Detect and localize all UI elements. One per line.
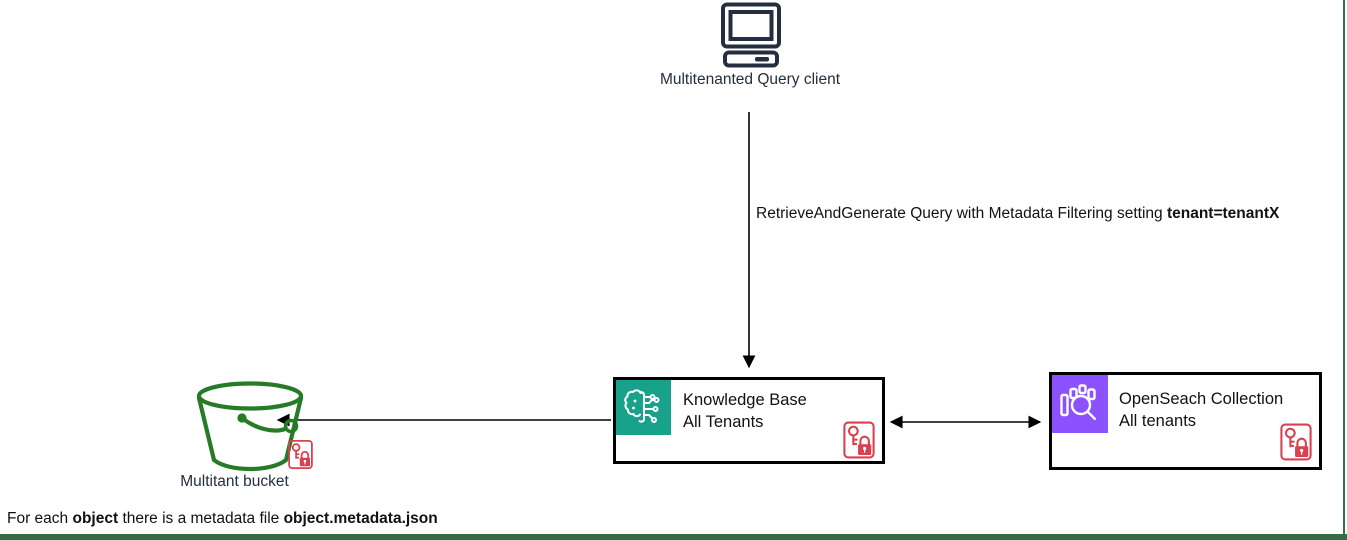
query-arrow-label: RetrieveAndGenerate Query with Metadata … xyxy=(756,205,1279,223)
metadata-note-filename: object.metadata.json xyxy=(283,510,438,527)
key-lock-icon xyxy=(843,421,875,459)
opensearch-subtitle: All tenants xyxy=(1119,412,1197,430)
page-frame-right-edge xyxy=(1343,0,1345,540)
opensearch-node: OpenSeach Collection All tenants xyxy=(1049,372,1322,470)
s3-bucket-icon xyxy=(196,381,304,471)
computer-icon xyxy=(710,2,792,68)
metadata-note-prefix: For each xyxy=(7,510,73,527)
key-lock-icon xyxy=(1280,423,1312,461)
query-client-label: Multitenanted Query client xyxy=(659,71,841,88)
query-arrow-label-filter: tenant=tenantX xyxy=(1166,205,1280,222)
knowledge-base-label: Knowledge Base All Tenants xyxy=(683,389,807,433)
key-lock-icon xyxy=(288,437,313,472)
page-frame-bottom-edge xyxy=(0,534,1347,540)
bedrock-knowledge-base-icon xyxy=(616,380,671,435)
opensearch-label: OpenSeach Collection All tenants xyxy=(1119,388,1283,432)
opensearch-title: OpenSeach Collection xyxy=(1119,390,1284,408)
metadata-note-middle: there is a metadata file xyxy=(118,510,284,527)
query-arrow-label-text: RetrieveAndGenerate Query with Metadata … xyxy=(756,205,1167,222)
opensearch-collection-icon xyxy=(1052,375,1108,433)
metadata-note-object: object xyxy=(72,510,119,527)
knowledge-base-subtitle: All Tenants xyxy=(683,413,764,431)
metadata-note: For each object there is a metadata file… xyxy=(7,510,438,528)
knowledge-base-node: Knowledge Base All Tenants xyxy=(613,377,885,464)
s3-bucket-node xyxy=(192,380,317,475)
bucket-label: Multitant bucket xyxy=(180,473,289,490)
knowledge-base-title: Knowledge Base xyxy=(683,391,807,409)
